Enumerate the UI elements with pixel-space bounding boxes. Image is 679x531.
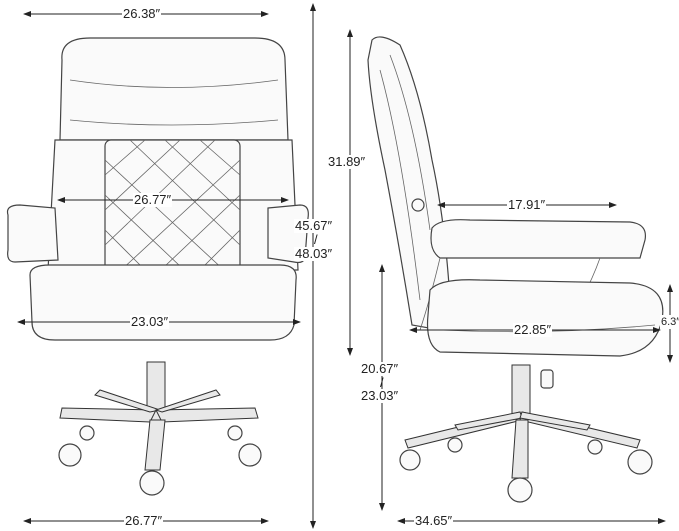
front-chair-illustration — [6, 37, 309, 496]
overall-height-max-label: 48.03″ — [294, 246, 334, 261]
base-depth-label: 34.65″ — [414, 513, 454, 528]
seat-height-max-label: 23.03″ — [360, 388, 400, 403]
seat-depth-label: 22.85″ — [513, 322, 553, 337]
overall-width-label: 26.38″ — [122, 6, 162, 21]
height-separator: / — [314, 232, 318, 247]
backrest-width-label: 26.77″ — [133, 192, 173, 207]
seat-width-label: 23.03″ — [130, 314, 170, 329]
seat-height-separator: / — [380, 375, 384, 390]
base-width-label: 26.77″ — [124, 513, 164, 528]
backrest-height-label: 31.89″ — [327, 154, 367, 169]
armrest-depth-label: 17.91″ — [507, 197, 547, 212]
overall-height-min-label: 45.67″ — [294, 218, 334, 233]
seat-height-min-label: 20.67″ — [360, 361, 400, 376]
side-chair-illustration — [367, 36, 664, 503]
seat-thickness-label: 6.3″ — [660, 315, 679, 329]
